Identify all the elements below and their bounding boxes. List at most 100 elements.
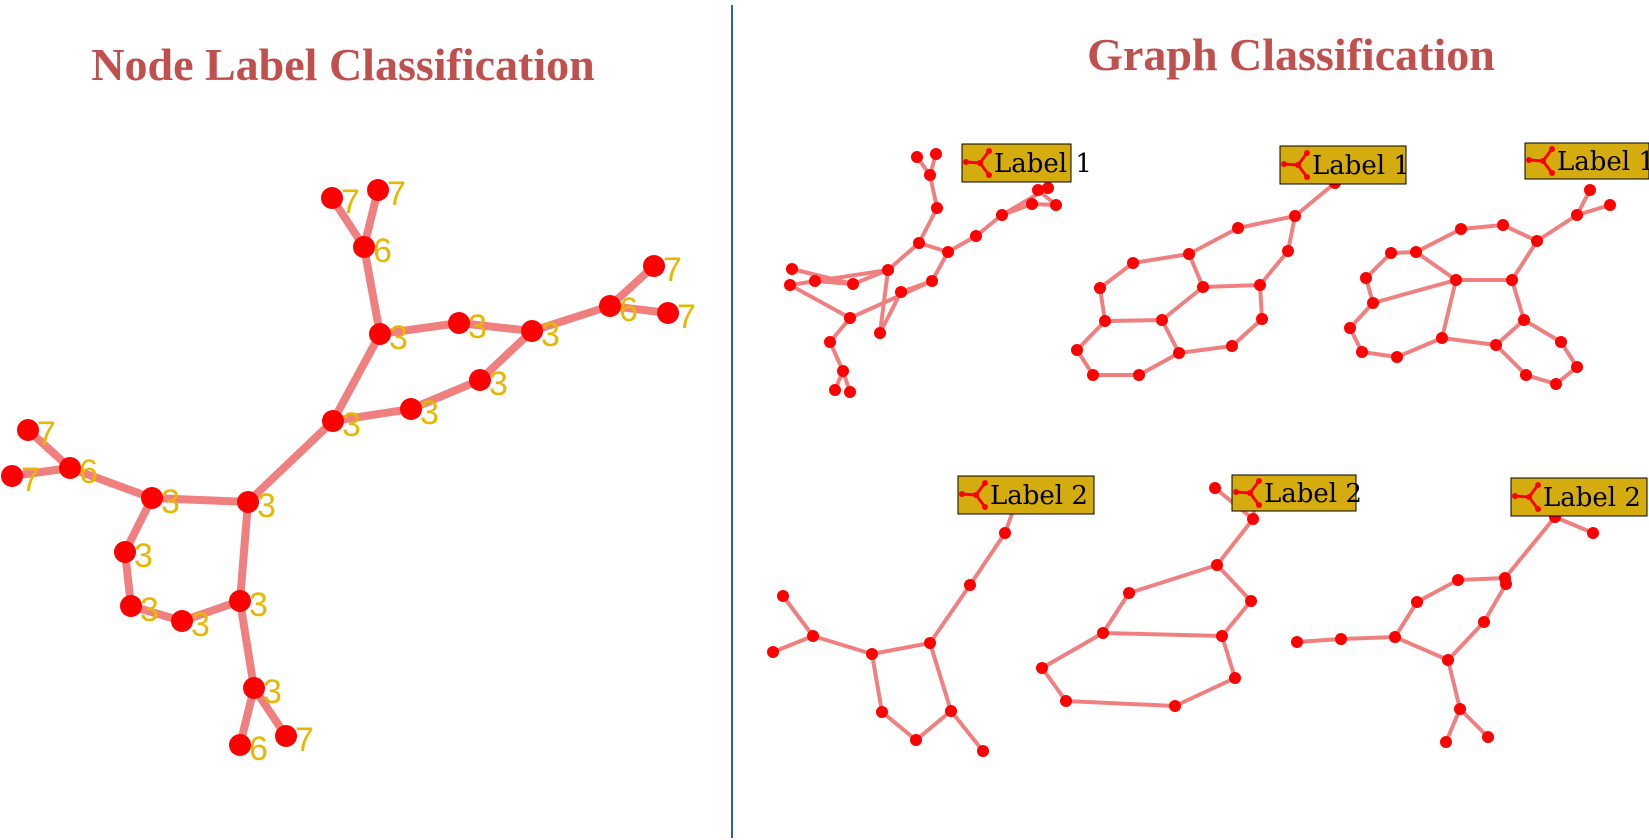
graph-node <box>824 336 836 348</box>
graph-node <box>930 148 942 160</box>
graph-node <box>1391 351 1403 363</box>
graph-edge <box>1553 515 1595 535</box>
graph-node <box>1497 219 1509 231</box>
graph-node <box>521 320 543 342</box>
graph-node <box>171 610 193 632</box>
graph-edge <box>1440 278 1458 340</box>
graph-edge <box>917 206 939 245</box>
graph-node <box>924 637 936 649</box>
molecule-icon <box>1512 482 1541 512</box>
node-label: 7 <box>341 183 360 221</box>
graph-node <box>837 365 849 377</box>
graph-edge <box>788 268 890 287</box>
graph-edge <box>1075 319 1107 352</box>
graph-node <box>1050 199 1062 211</box>
graph-node <box>1520 369 1532 381</box>
graph-label-tag: Label 1 <box>961 143 1092 183</box>
graph-node <box>945 705 957 717</box>
graph-node <box>1042 182 1054 194</box>
graph-edge <box>1414 227 1463 254</box>
graph-node <box>1550 378 1562 390</box>
graph-edge <box>1440 336 1498 347</box>
graph-node <box>1452 574 1464 586</box>
graph-edge <box>1371 278 1458 305</box>
graph-edge <box>928 583 972 645</box>
node-label: 3 <box>389 319 408 357</box>
graph-node <box>924 169 936 181</box>
graph-edge <box>407 376 484 413</box>
node-label: 3 <box>134 537 153 575</box>
graph-label-text: Label 2 <box>1543 483 1641 513</box>
graph-node <box>1169 700 1181 712</box>
graph-edge <box>880 710 918 742</box>
graph-node <box>844 386 856 398</box>
graph-node <box>1071 344 1083 356</box>
example-graph <box>1036 482 1296 712</box>
graph-edge <box>1494 343 1528 377</box>
node-label: 3 <box>263 673 282 711</box>
graph-node <box>1436 332 1448 344</box>
molecule-icon <box>963 148 992 178</box>
graph-label-tag: Label 2 <box>1231 474 1362 512</box>
graph-edge <box>1101 591 1131 635</box>
graph-node <box>1450 274 1462 286</box>
graph-label-text: Label 2 <box>990 481 1088 511</box>
node-label: 3 <box>140 591 159 629</box>
graph-node <box>1036 662 1048 674</box>
graph-node <box>1245 595 1257 607</box>
node-label: 7 <box>21 461 40 499</box>
graph-node <box>1455 223 1467 235</box>
graph-node <box>1173 347 1185 359</box>
graph-node <box>829 384 841 396</box>
example-graph <box>767 494 1023 757</box>
graph-edge <box>1098 261 1135 290</box>
graph-node <box>1389 631 1401 643</box>
graph-node <box>1367 297 1379 309</box>
graph-node <box>970 230 982 242</box>
node-label: 6 <box>373 232 392 270</box>
graph-node <box>1133 369 1145 381</box>
graph-node <box>1032 184 1044 196</box>
graph-node <box>1183 248 1195 260</box>
graph-node <box>229 734 251 756</box>
graph-edge <box>886 241 921 272</box>
node-label-classification-title: Node Label Classification <box>91 39 594 90</box>
graph-node <box>1531 235 1543 247</box>
graph-node <box>777 590 789 602</box>
graph-label-tag: Label 1 <box>1524 142 1649 180</box>
graph-node <box>1211 559 1223 571</box>
node-label: 3 <box>161 483 180 521</box>
graph-edge <box>1187 226 1240 256</box>
graph-node <box>1156 314 1168 326</box>
graph-node <box>996 209 1008 221</box>
node-label: 7 <box>295 721 314 759</box>
graph-edge <box>148 494 252 506</box>
graph-node <box>1587 527 1599 539</box>
graph-label-tag: Label 2 <box>1510 477 1648 517</box>
graph-edge <box>1339 635 1397 641</box>
graph-node <box>657 302 679 324</box>
graph-node <box>1 465 23 487</box>
node-label: 7 <box>677 298 696 336</box>
node-label: 3 <box>257 487 276 525</box>
graph-node <box>1478 616 1490 628</box>
graph-edge <box>870 652 884 714</box>
graph-edge <box>1458 707 1490 739</box>
example-graph <box>1071 177 1341 381</box>
graph-node <box>114 541 136 563</box>
node-label: 3 <box>468 308 487 346</box>
graph-edge <box>1295 637 1343 644</box>
graph-node <box>847 278 859 290</box>
graph-node <box>1584 184 1596 196</box>
graph-edge <box>455 319 536 335</box>
graph-node <box>1356 346 1368 358</box>
graph-edge <box>1459 223 1505 231</box>
graph-node <box>1282 245 1294 257</box>
graph-edge <box>1395 336 1444 359</box>
graph-edge <box>1414 250 1458 282</box>
graph-node <box>369 323 391 345</box>
graph-node <box>809 275 821 287</box>
molecule-icon <box>1526 146 1555 176</box>
graph-edge <box>1040 666 1068 703</box>
graph-node <box>1518 314 1530 326</box>
